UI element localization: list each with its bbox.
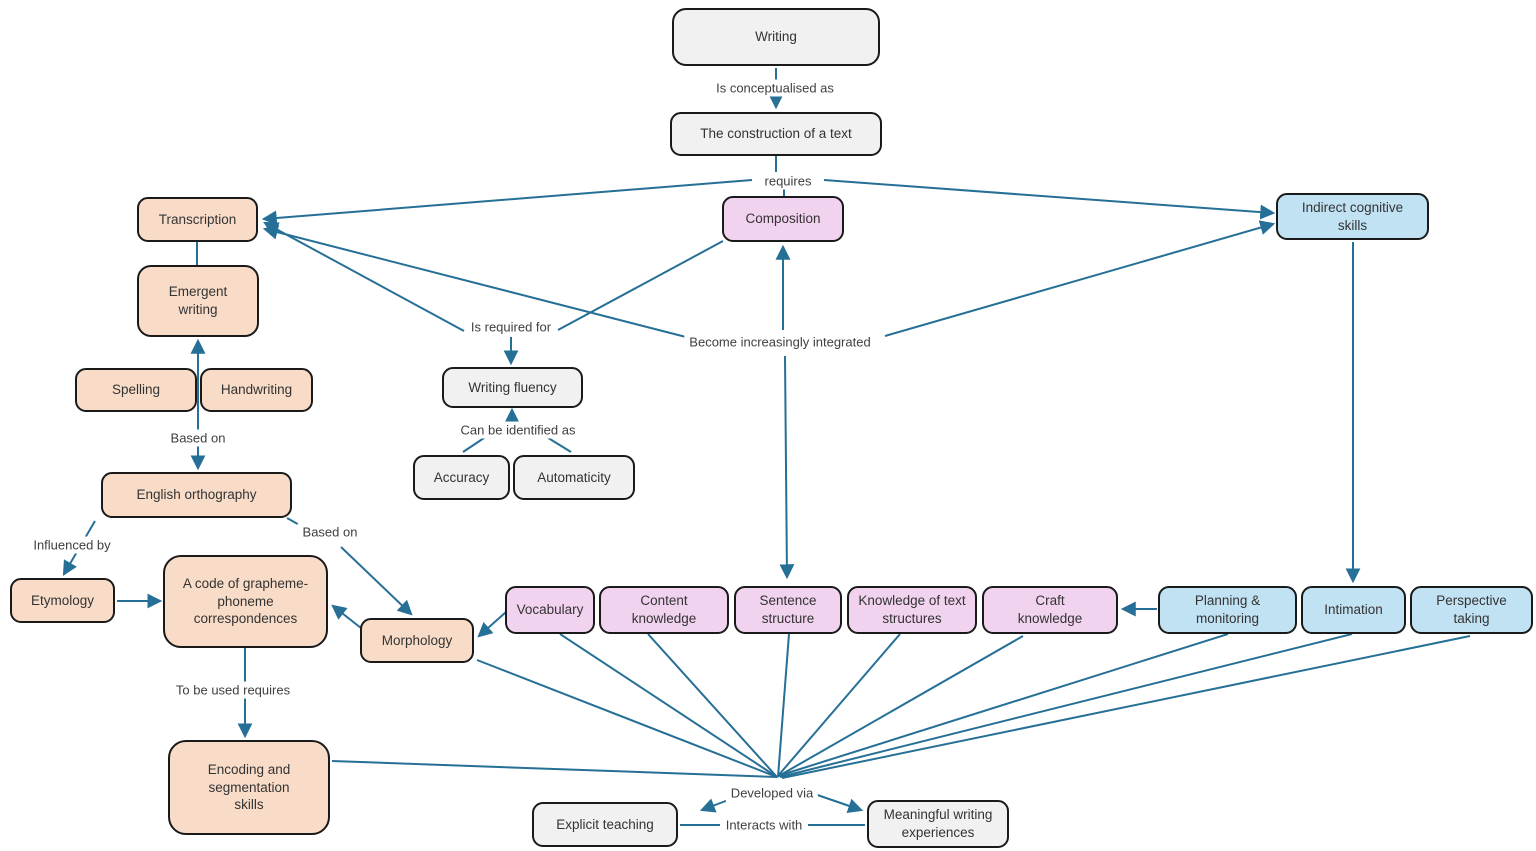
node-spelling: Spelling bbox=[75, 368, 197, 412]
node-etymology: Etymology bbox=[10, 578, 115, 623]
node-morphology: Morphology bbox=[360, 618, 474, 663]
node-planning-monitoring: Planning & monitoring bbox=[1158, 586, 1297, 634]
edge-label-become-increasingly-integrated: Become increasingly integrated bbox=[684, 333, 876, 351]
node-grapheme-phoneme-code: A code of grapheme-phoneme correspondenc… bbox=[163, 555, 328, 648]
node-content-knowledge: Content knowledge bbox=[599, 586, 729, 634]
node-knowledge-of-text-structures: Knowledge of text structures bbox=[847, 586, 977, 634]
node-emergent-writing: Emergent writing bbox=[137, 265, 259, 337]
node-writing-fluency: Writing fluency bbox=[442, 367, 583, 408]
edge-label-is-conceptualised-as: Is conceptualised as bbox=[711, 79, 839, 97]
node-accuracy: Accuracy bbox=[413, 455, 510, 500]
node-english-orthography: English orthography bbox=[101, 472, 292, 518]
edge-label-interacts-with: Interacts with bbox=[720, 816, 808, 834]
edge-label-developed-via: Developed via bbox=[725, 784, 819, 802]
edge-label-based-on-1: Based on bbox=[165, 429, 231, 447]
node-vocabulary: Vocabulary bbox=[505, 586, 595, 634]
node-indirect-cognitive-skills: Indirect cognitive skills bbox=[1276, 193, 1429, 240]
node-meaningful-writing-experiences: Meaningful writing experiences bbox=[867, 800, 1009, 848]
node-construction-of-text: The construction of a text bbox=[670, 112, 882, 156]
edge-label-to-be-used-requires: To be used requires bbox=[170, 681, 296, 699]
node-writing: Writing bbox=[672, 8, 880, 66]
node-encoding-segmentation: Encoding and segmentation skills bbox=[168, 740, 330, 835]
node-automaticity: Automaticity bbox=[513, 455, 635, 500]
node-handwriting: Handwriting bbox=[200, 368, 313, 412]
node-perspective-taking: Perspective taking bbox=[1410, 586, 1533, 634]
edge-label-can-be-identified-as: Can be identified as bbox=[455, 421, 581, 439]
edge-label-influenced-by: Influenced by bbox=[28, 536, 116, 554]
node-sentence-structure: Sentence structure bbox=[734, 586, 842, 634]
node-explicit-teaching: Explicit teaching bbox=[532, 802, 678, 847]
edge-label-is-required-for: Is required for bbox=[465, 318, 557, 336]
node-transcription: Transcription bbox=[137, 197, 258, 242]
node-composition: Composition bbox=[722, 196, 844, 242]
node-intimation: Intimation bbox=[1301, 586, 1406, 634]
edge-label-requires: requires bbox=[759, 172, 817, 190]
node-craft-knowledge: Craft knowledge bbox=[982, 586, 1118, 634]
edge-label-based-on-2: Based on bbox=[297, 523, 363, 541]
